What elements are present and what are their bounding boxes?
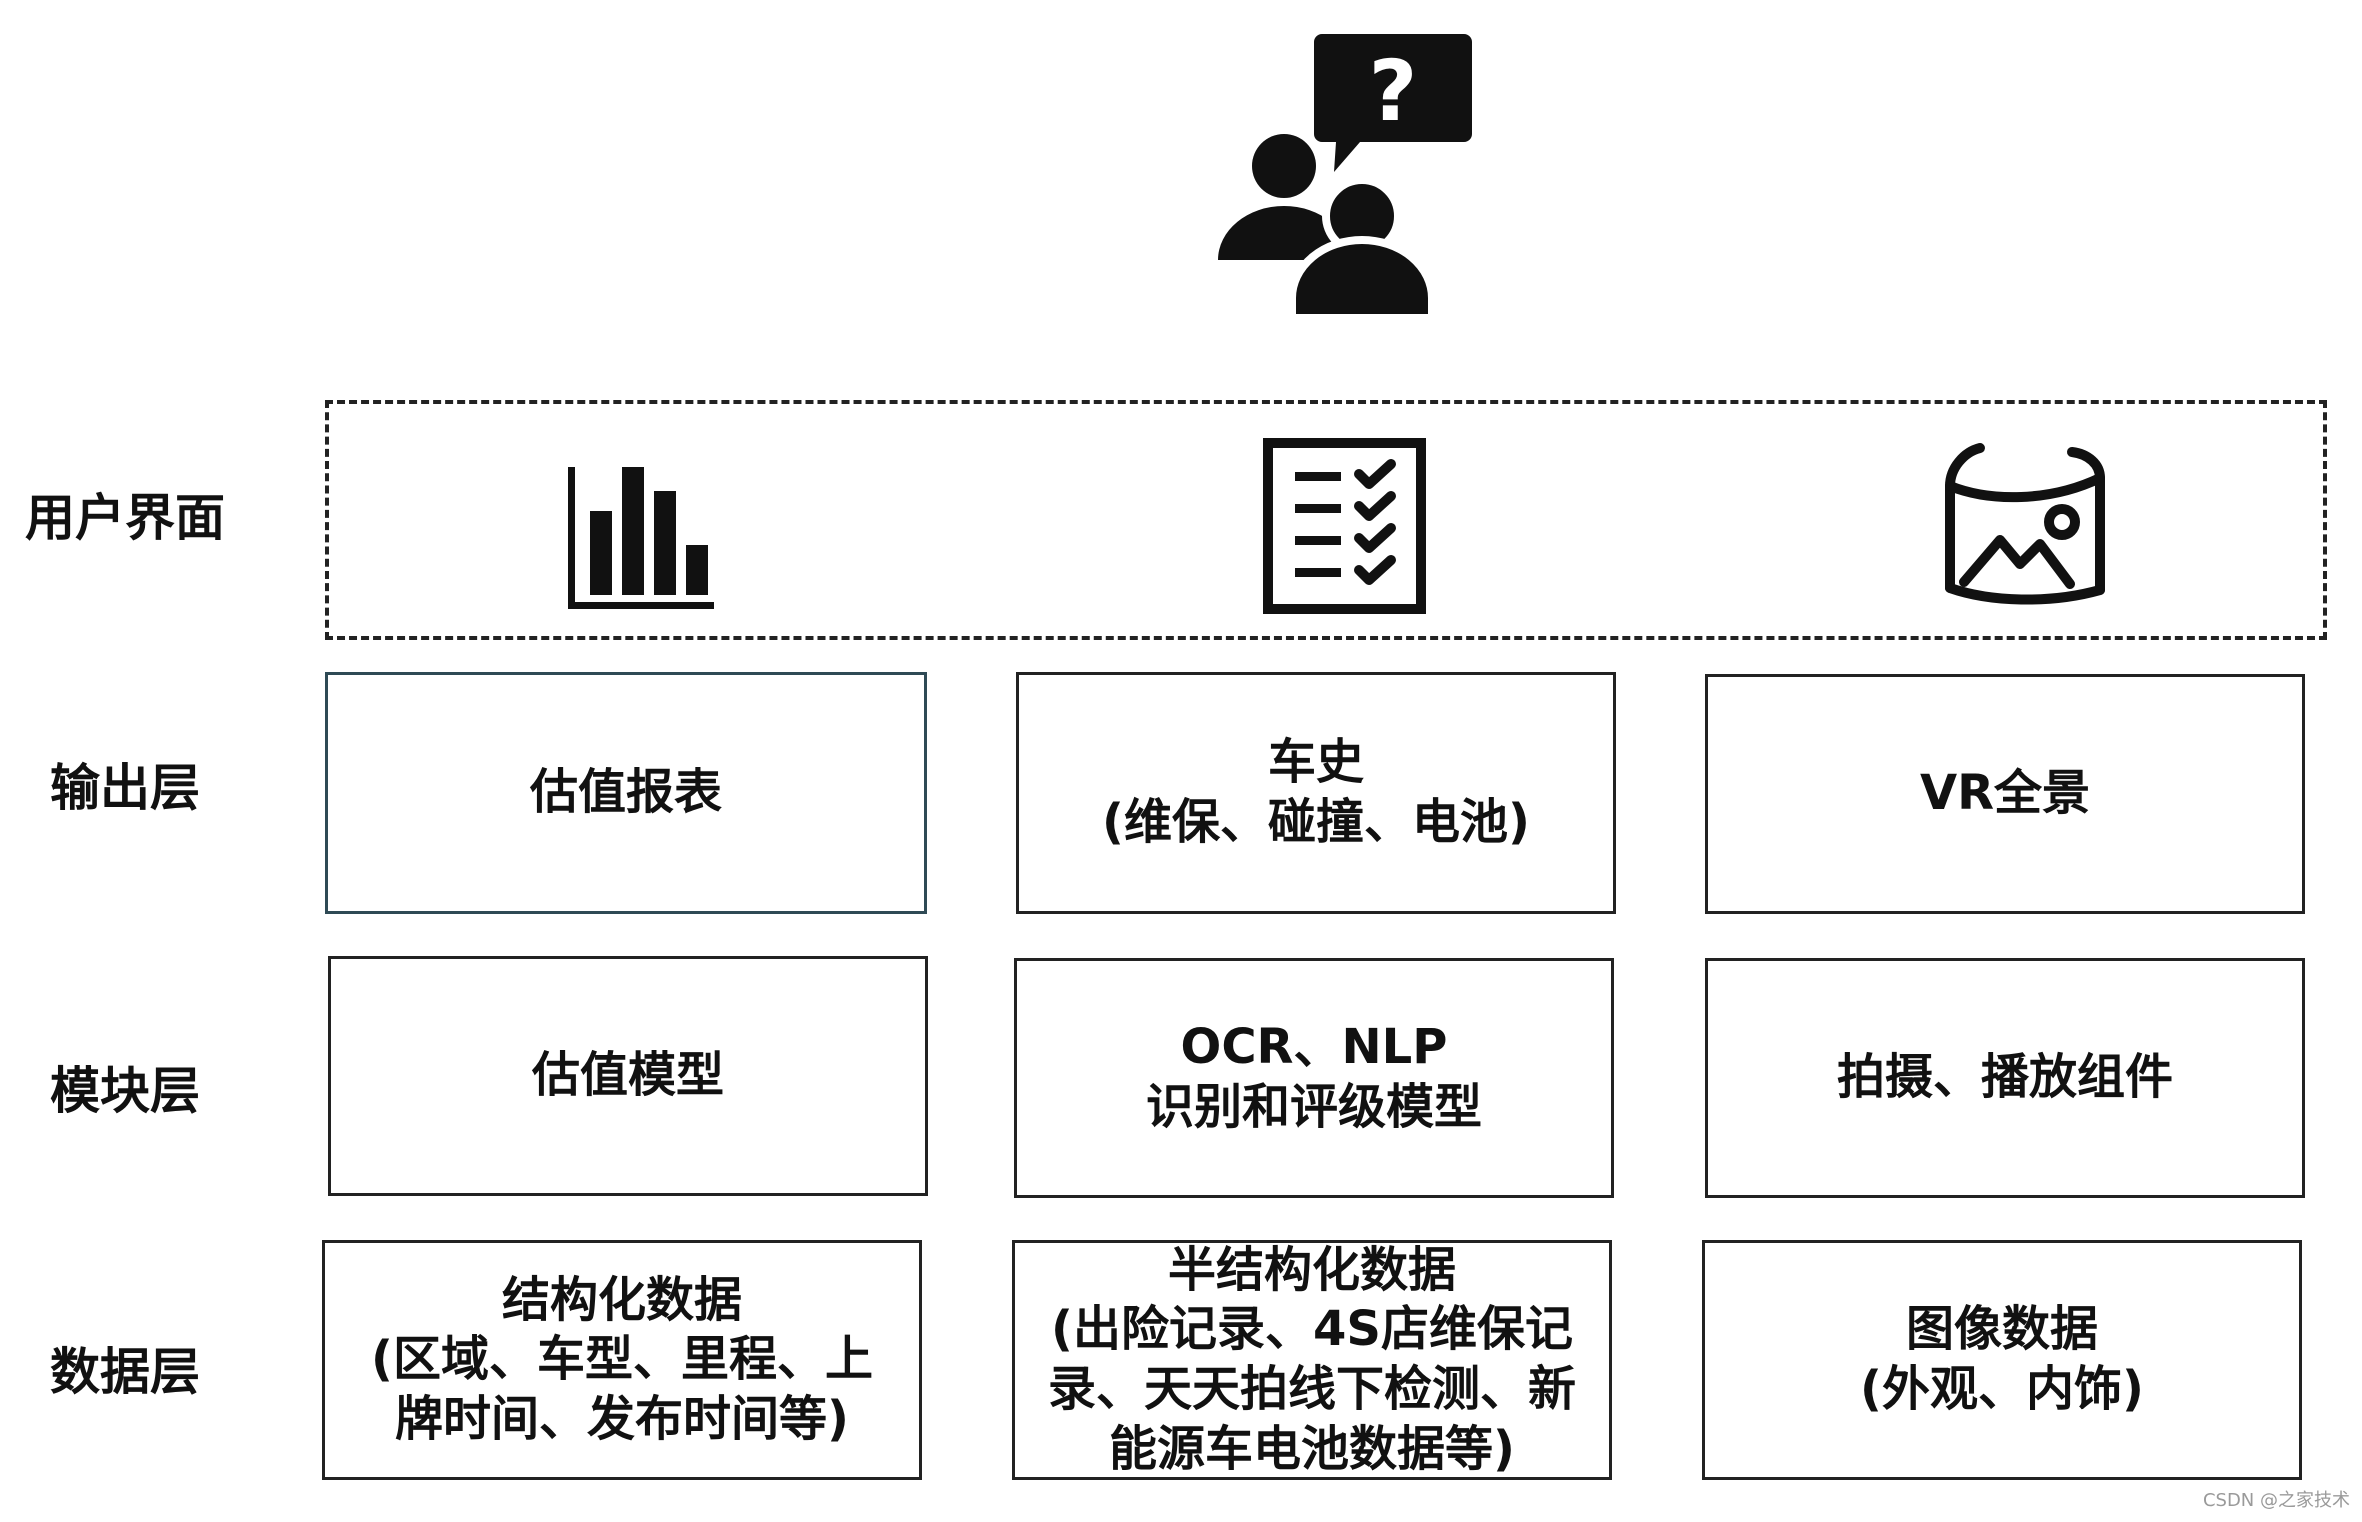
data-box-semi-structured: 半结构化数据 (出险记录、4S店维保记 录、天天拍线下检测、新 能源车电池数据等… xyxy=(1012,1240,1612,1480)
output-box-vr-panorama: VR全景 xyxy=(1705,674,2305,914)
output-box-valuation-report: 估值报表 xyxy=(325,672,927,914)
module-box-valuation-model: 估值模型 xyxy=(328,956,928,1196)
output-box-label: 车史 (维保、碰撞、电池) xyxy=(1102,734,1530,850)
svg-text:?: ? xyxy=(1369,42,1418,140)
row-label-ui: 用户界面 xyxy=(25,489,225,547)
data-box-structured: 结构化数据 (区域、车型、里程、上 牌时间、发布时间等) xyxy=(322,1240,922,1480)
users-question-icon: ? xyxy=(1218,34,1472,318)
output-box-vehicle-history: 车史 (维保、碰撞、电池) xyxy=(1016,672,1616,914)
panorama-icon xyxy=(1945,443,2105,605)
row-label-output: 输出层 xyxy=(50,759,200,817)
output-box-label: 估值报表 xyxy=(529,764,722,821)
bar-chart-icon xyxy=(568,467,714,609)
module-box-ocr-nlp: OCR、NLP 识别和评级模型 xyxy=(1014,958,1614,1198)
module-box-label: 估值模型 xyxy=(531,1047,724,1104)
module-box-label: OCR、NLP 识别和评级模型 xyxy=(1145,1019,1482,1135)
data-box-label: 图像数据 (外观、内饰) xyxy=(1860,1301,2144,1417)
row-label-data: 数据层 xyxy=(50,1343,200,1401)
row-label-module: 模块层 xyxy=(50,1062,200,1120)
checklist-icon xyxy=(1263,438,1426,614)
module-box-capture-player: 拍摄、播放组件 xyxy=(1705,958,2305,1198)
output-box-label: VR全景 xyxy=(1919,765,2091,822)
data-box-label: 半结构化数据 (出险记录、4S店维保记 录、天天拍线下检测、新 能源车电池数据等… xyxy=(1047,1241,1576,1477)
data-box-label: 结构化数据 (区域、车型、里程、上 牌时间、发布时间等) xyxy=(371,1271,873,1447)
watermark: CSDN @之家技术 xyxy=(2202,1490,2350,1511)
data-box-image: 图像数据 (外观、内饰) xyxy=(1702,1240,2302,1480)
module-box-label: 拍摄、播放组件 xyxy=(1836,1049,2173,1106)
ui-layer-frame xyxy=(325,400,2327,640)
